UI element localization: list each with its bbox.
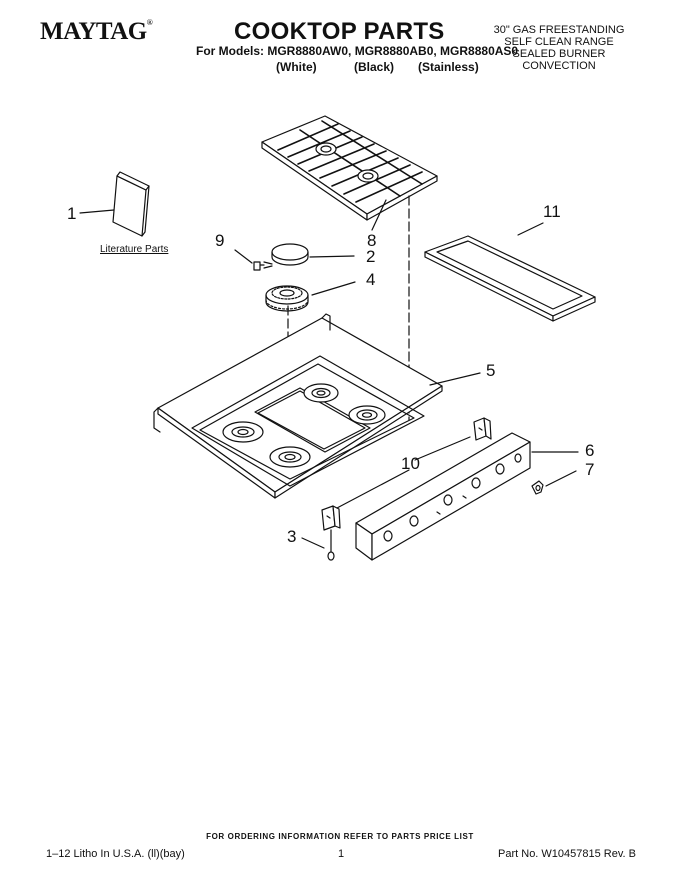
model-list: For Models: MGR8880AW0, MGR8880AB0, MGR8… [196,44,519,58]
manifold-bracket-right [473,417,492,441]
callout-4: 4 [366,270,376,289]
callout-10: 10 [401,454,420,473]
variant-white: (White) [276,60,317,74]
litho-info: 1–12 Litho In U.S.A. (ll)(bay) [46,848,185,860]
callout-2: 2 [366,247,376,266]
spec-line: SELF CLEAN RANGE [504,36,614,48]
variant-stainless: (Stainless) [418,60,479,74]
burner-cap [271,243,309,266]
leader-line [414,436,471,461]
callout-3: 3 [287,527,297,546]
literature-booklet [112,171,150,237]
callout-7: 7 [585,460,595,479]
leader-line [371,199,387,231]
leader-line [234,249,253,264]
literature-parts-label: Literature Parts [100,244,169,255]
ordering-note: FOR ORDERING INFORMATION REFER TO PARTS … [206,832,474,841]
callout-11: 11 [543,202,561,221]
page-title: COOKTOP PARTS [234,18,445,45]
leader-line [336,469,410,509]
brand-logo: MAYTAG® [40,18,153,45]
screw [327,529,335,561]
burner-grate [261,115,438,221]
callout-1: 1 [67,204,77,223]
leader-line [311,281,356,296]
leader-line [429,372,481,386]
callout-6: 6 [585,441,595,460]
callout-8: 8 [367,231,377,250]
screw [253,261,273,271]
callout-9: 9 [215,231,225,250]
spec-line: CONVECTION [522,60,596,72]
spec-line: 30" GAS FREESTANDING [493,24,625,36]
leader-line [545,470,577,487]
product-spec: 30" GAS FREESTANDING SELF CLEAN RANGE SE… [484,24,634,72]
spec-line: SEALED BURNER [512,48,606,60]
page-number: 1 [338,848,345,860]
griddle-tray [424,235,596,322]
leader-line [301,537,325,549]
main-cooktop [153,313,443,499]
manifold-bracket-left [321,505,341,531]
burner-head [265,285,309,312]
manifold-panel [355,432,531,561]
leader-line [79,209,115,214]
variant-black: (Black) [354,60,395,74]
clip [531,480,544,495]
part-number: Part No. W10457815 Rev. B [498,848,636,860]
leader-line [517,222,544,236]
leader-line [309,255,355,258]
callout-5: 5 [486,361,496,380]
